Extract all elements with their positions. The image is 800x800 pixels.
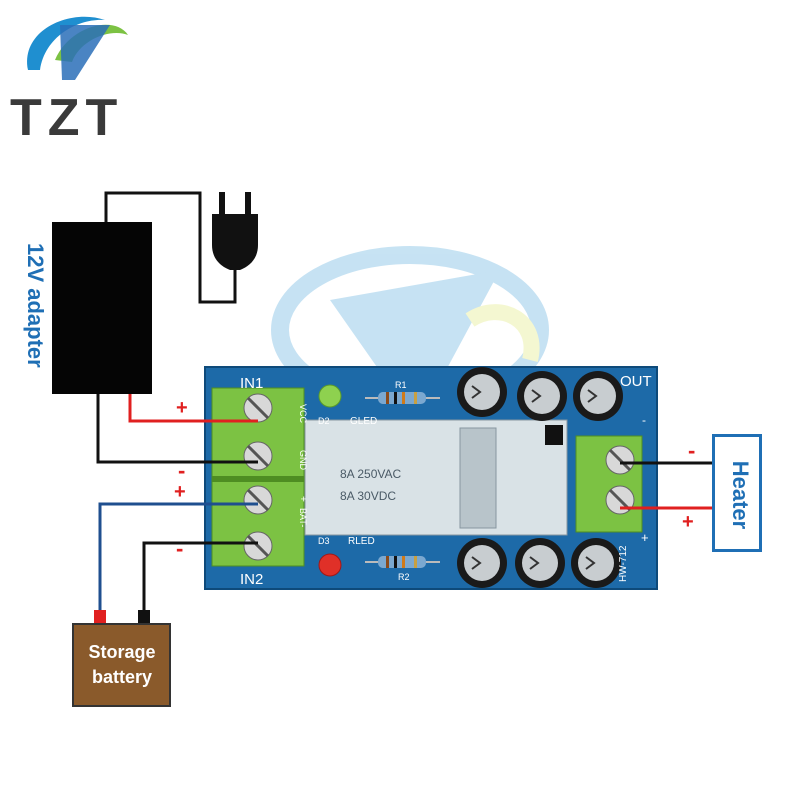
relay-rating-line2: 8A 30VDC — [340, 489, 396, 503]
pcb-bat-plus-label: + — [297, 496, 308, 502]
red-led — [318, 553, 342, 577]
plug-cable — [104, 191, 237, 304]
pcb-bat-label: BAT- — [298, 508, 308, 527]
battery-negative-terminal — [138, 610, 150, 624]
adapter-box — [52, 222, 152, 394]
pcb-gnd-label: GND — [298, 450, 308, 471]
battery-positive-wire — [98, 502, 258, 612]
relay-corner — [545, 425, 563, 445]
capacitor-bottom-3 — [571, 538, 621, 588]
pcb-in1-label: IN1 — [240, 375, 263, 392]
pcb-d2-label: D2 — [318, 416, 330, 426]
capacitor-bottom-2 — [515, 538, 565, 588]
battery-label-line2: battery — [91, 667, 153, 687]
adapter-minus-label: - — [178, 458, 185, 483]
storage-battery — [72, 623, 171, 707]
heater-plus-label: + — [682, 511, 694, 533]
pcb-model-label: HW-712 — [618, 545, 629, 582]
adapter-label: 12V adapter — [23, 243, 48, 368]
heater-minus-label: - — [688, 438, 695, 463]
power-plug-icon — [212, 192, 258, 270]
green-led — [318, 384, 342, 408]
output-terminal-block — [575, 435, 643, 533]
pcb-r2-label: R2 — [398, 572, 410, 582]
brand-name: TZT — [10, 89, 124, 147]
pcb-in2-label: IN2 — [240, 571, 263, 588]
pcb-d3-label: D3 — [318, 536, 330, 546]
pcb-gled-label: GLED — [350, 416, 377, 427]
resistor-r1 — [365, 392, 440, 404]
battery-label: Storage battery — [72, 640, 172, 690]
adapter-positive-wire — [128, 394, 258, 423]
capacitor-top-1 — [457, 367, 507, 417]
pcb-vcc-label: VCC — [298, 404, 308, 424]
pcb-out-label: OUT — [620, 373, 652, 390]
battery-minus-label: - — [176, 536, 183, 561]
battery-plus-label: + — [174, 481, 186, 503]
pcb-out-minus-label: - — [642, 413, 646, 427]
capacitor-top-3 — [573, 371, 623, 421]
relay-coil-cover — [459, 427, 497, 529]
pcb-r1-label: R1 — [395, 380, 407, 390]
pcb-rled-label: RLED — [348, 536, 375, 547]
input-terminal-block — [211, 387, 305, 567]
relay-rating-line1: 8A 250VAC — [340, 467, 401, 481]
heater-box — [712, 434, 762, 552]
battery-label-line1: Storage — [88, 642, 156, 662]
tzt-logo-icon — [27, 16, 128, 80]
relay — [304, 419, 568, 536]
capacitor-top-2 — [517, 371, 567, 421]
adapter-negative-wire — [96, 394, 258, 464]
adapter-plus-label: + — [176, 397, 188, 419]
capacitor-bottom-1 — [457, 538, 507, 588]
heater-label: Heater — [728, 460, 753, 530]
battery-positive-terminal — [94, 610, 106, 624]
battery-negative-wire — [142, 541, 258, 612]
resistor-r2 — [365, 556, 440, 568]
pcb-out-plus-label: + — [641, 530, 649, 545]
